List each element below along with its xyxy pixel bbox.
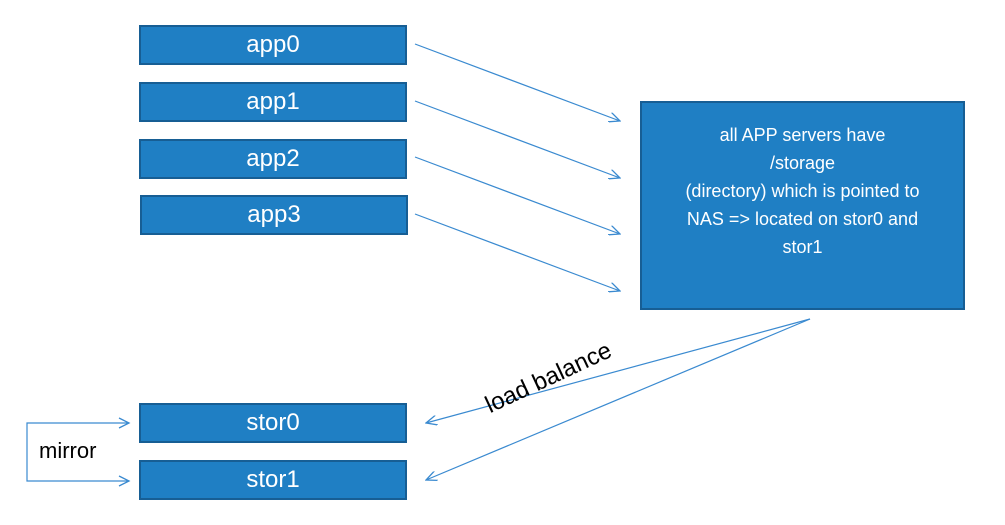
mirror-label: mirror [39,438,97,463]
app3-server-box: app3 [140,195,408,235]
app1-label: app1 [246,88,300,115]
nas-text-line: NAS => located on stor0 and [686,209,919,229]
app2-label: app2 [246,145,300,172]
mirror-arrowhead-bottom [118,475,131,487]
app1-server-box: app1 [139,82,407,122]
nas-text-line: all APP servers have [719,125,886,145]
app3-label: app3 [247,201,301,228]
stor0-label: stor0 [246,409,300,436]
arrow-app0-to-nas [414,43,620,121]
app2-server-box: app2 [139,139,407,179]
arrow-nas-to-stor0 [426,318,811,423]
stor1-storage-box: stor1 [139,460,407,500]
arrow-app1-to-nas [414,100,620,178]
stor1-label: stor1 [246,466,300,493]
nas-text-line: stor1 [782,237,823,257]
nas-description-text: all APP servers have/storage (directory) … [654,121,951,261]
nas-description-box: all APP servers have/storage (directory) … [640,101,965,310]
mirror-bracket-line [26,422,129,482]
arrow-app3-to-nas [414,213,620,291]
app0-server-box: app0 [139,25,407,65]
app0-label: app0 [246,31,300,58]
stor0-storage-box: stor0 [139,403,407,443]
nas-text-line: /storage [769,153,836,173]
mirror-arrowhead-top [118,417,131,429]
arrow-app2-to-nas [414,156,620,234]
arrow-nas-to-stor1 [426,318,811,480]
nas-text-line: (directory) which is pointed to [685,181,920,201]
